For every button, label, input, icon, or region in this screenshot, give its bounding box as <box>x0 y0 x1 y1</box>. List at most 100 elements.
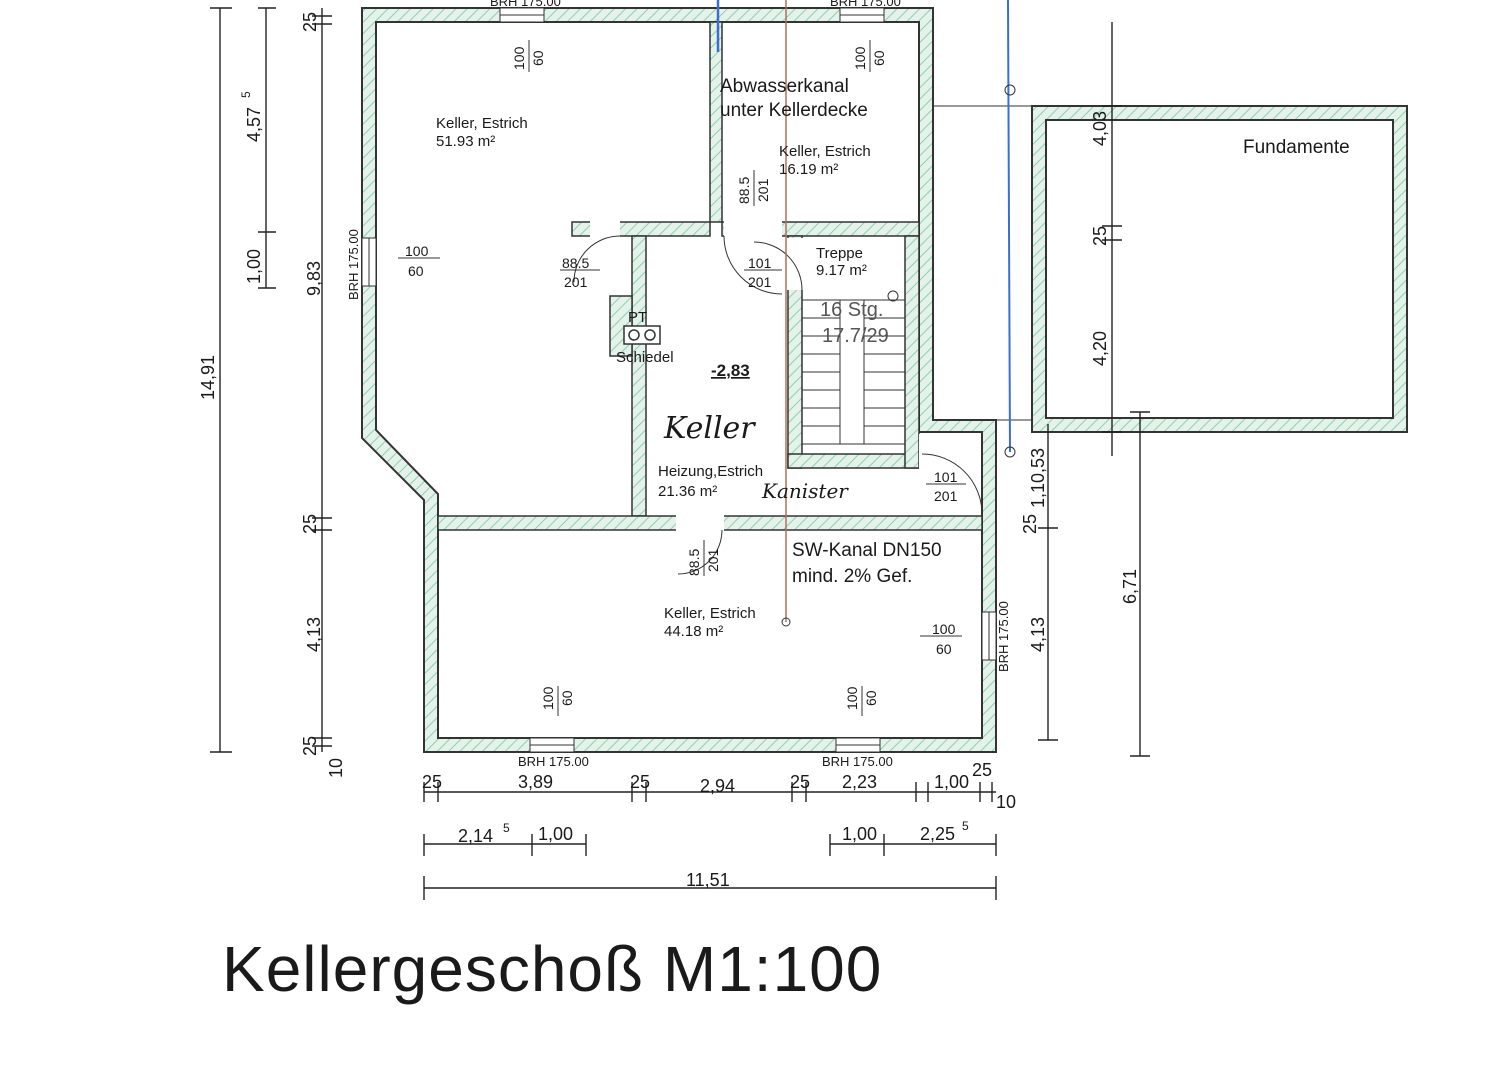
svg-text:201: 201 <box>755 178 771 202</box>
dim-left-overall: 14,91 <box>198 7 232 753</box>
svg-text:201: 201 <box>705 548 721 572</box>
svg-text:10: 10 <box>996 792 1016 812</box>
svg-text:1,00: 1,00 <box>934 772 969 792</box>
svg-text:60: 60 <box>408 263 424 279</box>
sw-kanal-note-1: SW-Kanal DN150 <box>792 540 942 561</box>
svg-text:60: 60 <box>863 690 879 706</box>
brh-top-left: BRH 175.00 <box>490 0 561 9</box>
brh-left: BRH 175.00 <box>346 229 361 300</box>
schiedel-label: Schiedel <box>616 349 674 366</box>
svg-text:60: 60 <box>871 50 887 66</box>
door-swings <box>573 235 983 575</box>
svg-text:5: 5 <box>503 821 510 835</box>
windows <box>361 7 997 753</box>
svg-text:25: 25 <box>630 772 650 792</box>
wall-kitchen-left <box>709 21 723 223</box>
room-4-area: 21.36 m² <box>658 483 717 500</box>
svg-text:1,00: 1,00 <box>244 249 264 284</box>
svg-text:25: 25 <box>790 772 810 792</box>
chimney-icon <box>623 325 661 345</box>
svg-text:25: 25 <box>300 514 320 534</box>
svg-text:6,71: 6,71 <box>1120 569 1140 604</box>
building-walls <box>361 7 1408 753</box>
room-5-area: 44.18 m² <box>664 623 723 640</box>
window-tag-bottom-left: 100 60 <box>540 686 575 716</box>
svg-text:100: 100 <box>932 621 956 637</box>
room-3-area: 9.17 m² <box>816 262 867 279</box>
level-label: -2,83 <box>711 361 750 380</box>
pipes <box>716 0 1016 627</box>
room-1-name: Keller, Estrich <box>436 115 528 132</box>
stairs-ratio: 17.7/29 <box>822 325 889 347</box>
room-5-name: Keller, Estrich <box>664 605 756 622</box>
svg-text:201: 201 <box>748 274 772 290</box>
wall-stair-right <box>904 235 920 469</box>
pt-label: PT <box>628 309 647 326</box>
dim-right-lower: 1,10,53 25 4,13 <box>1020 424 1058 741</box>
svg-text:100: 100 <box>511 46 527 70</box>
connector-wall <box>933 105 1032 421</box>
dim-left-chain: 4,57 5 1,00 <box>239 7 276 289</box>
svg-text:100: 100 <box>852 46 868 70</box>
svg-text:201: 201 <box>934 488 958 504</box>
svg-text:60: 60 <box>530 50 546 66</box>
window-tag-left: 100 60 <box>398 243 440 279</box>
svg-text:25: 25 <box>422 772 442 792</box>
svg-text:88.5: 88.5 <box>562 255 589 271</box>
svg-text:88.5: 88.5 <box>686 549 702 576</box>
window-tag-bottom-right: 100 60 <box>844 686 879 716</box>
stairs-count: 16 Stg. <box>820 299 883 321</box>
stair-treads <box>802 290 905 445</box>
svg-text:1,00: 1,00 <box>842 824 877 844</box>
svg-text:10: 10 <box>326 758 346 778</box>
svg-text:25: 25 <box>972 760 992 780</box>
svg-text:9,83: 9,83 <box>304 261 324 296</box>
wall-heiz-left <box>631 235 647 517</box>
svg-text:3,89: 3,89 <box>518 772 553 792</box>
brh-bottom-right: BRH 175.00 <box>822 754 893 769</box>
svg-text:101: 101 <box>748 255 772 271</box>
window-tag-top-left: 100 60 <box>511 40 546 72</box>
door-tag-heizung: 88.5 201 <box>560 255 600 290</box>
svg-text:100: 100 <box>540 686 556 710</box>
svg-text:25: 25 <box>300 12 320 32</box>
door-tag-right: 101 201 <box>926 469 966 504</box>
svg-text:100: 100 <box>405 243 429 259</box>
dim-right-foundation: 4,03 25 4,20 <box>1090 22 1122 456</box>
svg-text:2,25: 2,25 <box>920 824 955 844</box>
svg-text:14,91: 14,91 <box>198 355 218 400</box>
abwasser-note-2: unter Kellerdecke <box>720 100 868 121</box>
dim-right-overall: 6,71 <box>1120 411 1150 757</box>
svg-text:2,94: 2,94 <box>700 776 735 796</box>
room-1-area: 51.93 m² <box>436 133 495 150</box>
room-2-area: 16.19 m² <box>779 161 838 178</box>
svg-text:4,57: 4,57 <box>244 107 264 142</box>
svg-text:5: 5 <box>239 91 253 98</box>
door-tag-kitchen: 88.5 201 <box>736 170 771 206</box>
svg-text:1,00: 1,00 <box>538 824 573 844</box>
sw-kanal-note-2: mind. 2% Gef. <box>792 566 912 587</box>
room-4-name: Heizung,Estrich <box>658 463 763 480</box>
dim-bottom-chain-2: 2,14 5 1,00 1,00 2,25 5 <box>423 819 997 856</box>
dim-bottom-chain-1: 25 3,89 25 2,94 25 2,23 1,00 25 10 <box>422 760 1016 812</box>
svg-text:100: 100 <box>844 686 860 710</box>
svg-text:4,20: 4,20 <box>1090 331 1110 366</box>
door-tag-lower: 88.5 201 <box>686 540 721 576</box>
svg-text:25: 25 <box>300 736 320 756</box>
brh-right: BRH 175.00 <box>996 601 1011 672</box>
svg-text:1,10,53: 1,10,53 <box>1028 448 1048 508</box>
svg-text:2,23: 2,23 <box>842 772 877 792</box>
window-tag-right: 100 60 <box>920 621 962 657</box>
door-tag-treppe: 101 201 <box>744 255 782 290</box>
foundation-wall <box>1031 105 1408 433</box>
svg-text:2,14: 2,14 <box>458 826 493 846</box>
dim-left-inner: 25 9,83 25 4,13 25 10 <box>300 8 346 778</box>
handwritten-kanister: Kanister <box>761 479 849 503</box>
svg-text:4,03: 4,03 <box>1090 111 1110 146</box>
svg-text:60: 60 <box>936 641 952 657</box>
room-2-name: Keller, Estrich <box>779 143 871 160</box>
svg-text:4,13: 4,13 <box>1028 617 1048 652</box>
svg-text:11,51: 11,51 <box>686 870 730 890</box>
room-3-name: Treppe <box>816 245 863 262</box>
